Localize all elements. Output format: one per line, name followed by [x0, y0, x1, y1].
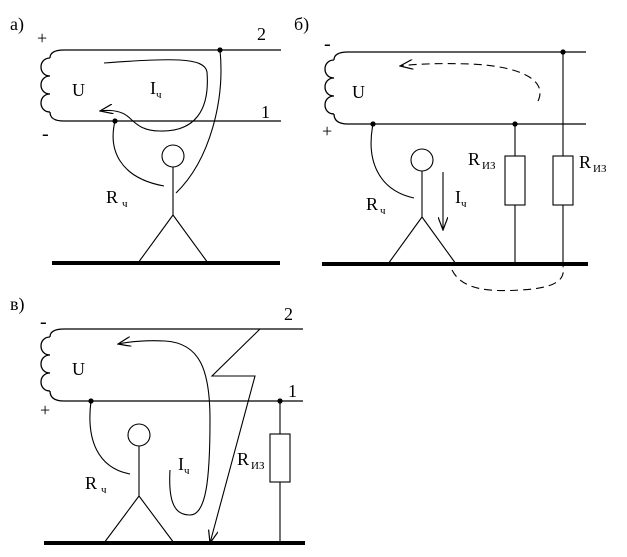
panel-c-voltage: U — [72, 359, 85, 379]
panel-c-winding-top-lead — [49, 328, 65, 338]
panel-c-person-head — [127, 423, 151, 447]
panel-c-riso — [269, 433, 291, 483]
panel-b-winding-bottom-lead — [333, 113, 349, 125]
panel-a-person-head — [161, 144, 185, 168]
panel-a-voltage: U — [72, 80, 85, 100]
panel-a-wire-from-line-2 — [175, 49, 222, 194]
panel-a-person-body — [137, 167, 209, 264]
panel-c-current-arrow — [118, 341, 211, 516]
panel-c-plus: + — [40, 400, 50, 420]
panel-c-fault-arrow — [210, 328, 261, 543]
panel-b-riso-2 — [552, 155, 574, 206]
panel-a-line-2-label: 2 — [257, 24, 266, 44]
panel-c-current: Iч — [178, 454, 190, 477]
panel-c-winding-bottom-lead — [49, 390, 65, 402]
panel-b-winding-top-lead — [333, 51, 349, 61]
panel-c-winding — [40, 336, 51, 392]
panel-b-label: б) — [294, 14, 309, 35]
panel-b-wire-to-hand — [370, 123, 415, 199]
panel-c-label: в) — [10, 294, 25, 315]
panel-a-line-1-label: 1 — [261, 102, 270, 122]
panel-c-line-2-label: 2 — [284, 304, 293, 324]
panel-c-wire-to-hand — [89, 400, 131, 475]
panel-b-person — [387, 148, 457, 265]
panel-a-current-arrow — [100, 59, 208, 132]
panel-a-current: Iч — [150, 78, 162, 101]
panel-a-label: а) — [10, 14, 24, 35]
panel-a-person — [137, 144, 209, 264]
panel-a-wire-to-hand — [112, 120, 165, 187]
panel-b-person-body — [387, 171, 457, 265]
panel-c-person — [103, 423, 175, 544]
panel-a-winding-top-lead — [49, 49, 65, 59]
panel-c-line-1-label: 1 — [288, 381, 297, 401]
panel-b-current: Iч — [455, 187, 467, 210]
panel-b-winding — [324, 59, 335, 115]
panel-b-minus: - — [324, 33, 331, 55]
panel-a-plus: + — [37, 28, 47, 48]
panel-a-minus: - — [42, 123, 49, 145]
panel-b-person-head — [410, 148, 434, 172]
panel-b-plus: + — [322, 121, 332, 141]
panel-c-person-body — [103, 446, 175, 544]
panel-a-winding — [40, 57, 51, 113]
panel-b-ground-return-path — [451, 265, 564, 292]
panel-c-minus: - — [40, 311, 47, 333]
panel-b-riso-1 — [504, 155, 526, 206]
panel-b-leakage-arrow — [400, 64, 541, 102]
panel-b-voltage: U — [352, 82, 365, 102]
panel-a-winding-bottom-lead — [49, 111, 65, 122]
